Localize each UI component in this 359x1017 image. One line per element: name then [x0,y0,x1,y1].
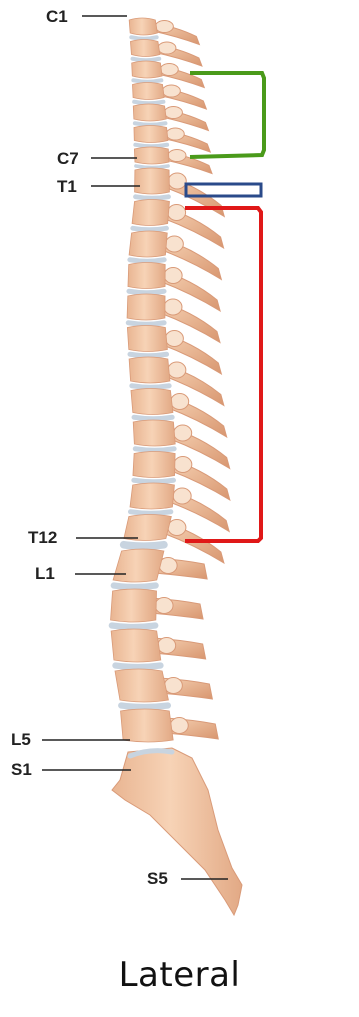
intervertebral-disc [133,59,160,61]
intervertebral-disc [135,123,165,125]
intervertebral-disc [121,706,168,708]
vertebral-body [133,420,175,446]
facet-joint [171,394,189,410]
intervertebral-disc [135,145,167,147]
intervertebral-disc [115,666,160,668]
c7-label: C7 [57,150,79,167]
vertebral-body [111,629,161,662]
facet-joint [174,425,192,441]
facet-joint [173,488,191,504]
intervertebral-disc [133,228,167,230]
intervertebral-disc [135,449,174,451]
intervertebral-disc [112,626,155,628]
facet-joint [160,64,178,76]
vertebral-body [130,40,159,57]
vertebral-body [128,263,165,289]
vertebral-body [111,589,157,622]
sacrum [112,748,242,915]
vertebral-body [115,669,168,702]
vertebral-body [130,483,174,509]
facet-joint [158,42,176,54]
facet-joint [165,236,183,252]
vertebral-body [134,126,168,143]
facet-joint [174,457,192,473]
intervertebral-disc [136,166,168,168]
intervertebral-disc [136,197,169,199]
facet-joint [168,173,186,189]
facet-joint [155,21,173,33]
facet-joint [166,128,184,140]
vertebral-body [127,326,167,352]
s5-label: S5 [147,870,168,887]
facet-joint [164,268,182,284]
intervertebral-disc [129,291,164,293]
vertebral-body [131,389,173,415]
intervertebral-disc [114,586,156,588]
c1-label: C1 [46,8,68,25]
facet-joint [164,299,182,315]
intervertebral-disc [128,323,164,325]
facet-joint [168,520,186,536]
facet-joint [168,150,186,162]
facet-joint [168,362,186,378]
vertebral-body [134,147,169,164]
vertebral-body [129,357,170,383]
facet-joint [164,107,182,119]
l1-label: L1 [35,565,55,582]
view-caption: Lateral [0,955,359,995]
intervertebral-disc [131,37,156,39]
vertebral-body [132,83,164,100]
vertebral-body [133,104,166,121]
intervertebral-disc [133,80,161,82]
facet-joint [162,85,180,97]
vertebral-body [113,549,164,582]
vertebral-body [129,18,157,35]
vertebral-body [127,294,165,320]
intervertebral-disc [132,386,169,388]
t12-label: T12 [28,529,57,546]
vertebral-body [132,200,169,226]
vertebral-column [111,18,242,915]
vertebral-body [124,515,171,541]
intervertebral-disc [130,512,170,514]
intervertebral-disc [124,545,164,547]
l5-label: L5 [11,731,31,748]
vertebral-body [121,709,174,742]
s1-label: S1 [11,761,32,778]
vertebral-body [129,231,167,257]
intervertebral-disc [130,354,167,356]
intervertebral-disc [134,102,163,104]
intervertebral-disc [130,260,164,262]
intervertebral-disc [134,480,174,482]
facet-joint [158,638,176,654]
facet-joint [164,678,182,694]
vertebral-body [133,452,175,478]
intervertebral-disc [134,417,172,419]
facet-joint [168,205,186,221]
t1-label: T1 [57,178,77,195]
facet-joint [170,718,188,734]
vertebral-body [132,61,162,78]
vertebral-body [135,168,170,194]
facet-joint [165,331,183,347]
facet-joint [155,598,173,614]
